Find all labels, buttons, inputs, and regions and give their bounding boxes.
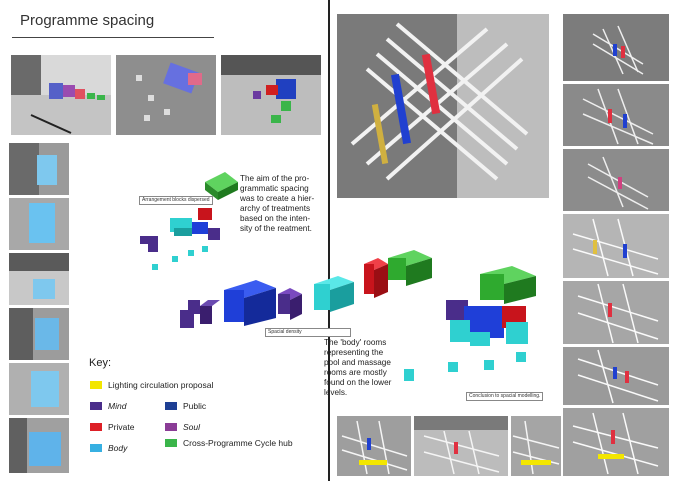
aim-line: was to create a hier-: [240, 194, 315, 203]
key-item-cycle-hub: Cross-Programme Cycle hub: [165, 438, 293, 448]
key-label-private: Private: [108, 422, 135, 432]
key-label-cycle-hub: Cross-Programme Cycle hub: [183, 438, 293, 448]
density-label: Spacial density: [265, 328, 351, 337]
aim-line: archy of treatments: [240, 204, 311, 213]
body-line: representing the: [324, 348, 384, 357]
column-divider: [328, 0, 330, 481]
model-photo-2: [116, 55, 216, 135]
right-photo-5: [563, 281, 669, 344]
key-swatch-soul: [165, 423, 177, 431]
aim-line: The aim of the pro-: [240, 174, 310, 183]
left-photo-3: [9, 253, 69, 305]
body-line: found on the lower: [324, 378, 392, 387]
dispersed-blocks-cluster: [140, 172, 238, 270]
floating-body-cube: [404, 369, 414, 381]
key-label-body: Body: [108, 443, 128, 453]
left-photo-1: [9, 143, 69, 195]
model-photo-3: [221, 55, 321, 135]
key-swatch-public: [165, 402, 177, 410]
body-line: pool and massage: [324, 358, 391, 367]
key-swatch-cycle-hub: [165, 439, 177, 447]
right-photo-4: [563, 214, 669, 278]
key-item-soul: Soul: [165, 422, 200, 432]
right-photo-7: [563, 408, 669, 476]
right-photo-6: [563, 347, 669, 405]
aim-line: grammatic spacing: [240, 184, 309, 193]
aim-line: based on the inten-: [240, 214, 311, 223]
key-item-lighting: Lighting circulation proposal: [90, 380, 213, 390]
key-swatch-lighting: [90, 381, 102, 389]
key-swatch-mind: [90, 402, 102, 410]
conclusion-label: Conclusion to spacial modelling.: [466, 392, 544, 401]
model-photo-1: [11, 55, 111, 135]
body-line: levels.: [324, 388, 348, 397]
bottom-photo-1: [337, 416, 411, 476]
key-item-body: Body: [90, 443, 127, 453]
model-photo-main: [337, 14, 549, 198]
key-label-lighting: Lighting circulation proposal: [108, 380, 214, 390]
body-line: rooms are mostly: [324, 368, 387, 377]
conclusion-blocks: [446, 266, 536, 372]
body-paragraph: The 'body' rooms representing the pool a…: [324, 338, 391, 398]
aim-paragraph: The aim of the pro- grammatic spacing wa…: [240, 174, 314, 234]
left-photo-6: [9, 418, 69, 473]
body-line: The 'body' rooms: [324, 338, 387, 347]
key-item-private: Private: [90, 422, 134, 432]
key-item-public: Public: [165, 401, 206, 411]
key-item-mind: Mind: [90, 401, 126, 411]
density-blocks-row: [180, 250, 432, 328]
key-swatch-body: [90, 444, 102, 452]
key-label-mind: Mind: [108, 401, 127, 411]
key-label-public: Public: [183, 401, 207, 411]
key-swatch-private: [90, 423, 102, 431]
aim-line: sity of the reatment.: [240, 224, 312, 233]
key-label-soul: Soul: [183, 422, 201, 432]
left-photo-5: [9, 363, 69, 415]
right-photo-3: [563, 149, 669, 211]
title-rule: [12, 37, 214, 38]
bottom-photo-2: [414, 416, 508, 476]
bottom-photo-3: [511, 416, 561, 476]
page-title: Programme spacing: [20, 12, 155, 29]
key-title: Key:: [89, 357, 112, 369]
right-photo-2: [563, 84, 669, 146]
left-photo-2: [9, 198, 69, 250]
arrangement-label: Arrangement blocks dispersed: [139, 196, 213, 205]
left-photo-4: [9, 308, 69, 360]
right-photo-1: [563, 14, 669, 81]
